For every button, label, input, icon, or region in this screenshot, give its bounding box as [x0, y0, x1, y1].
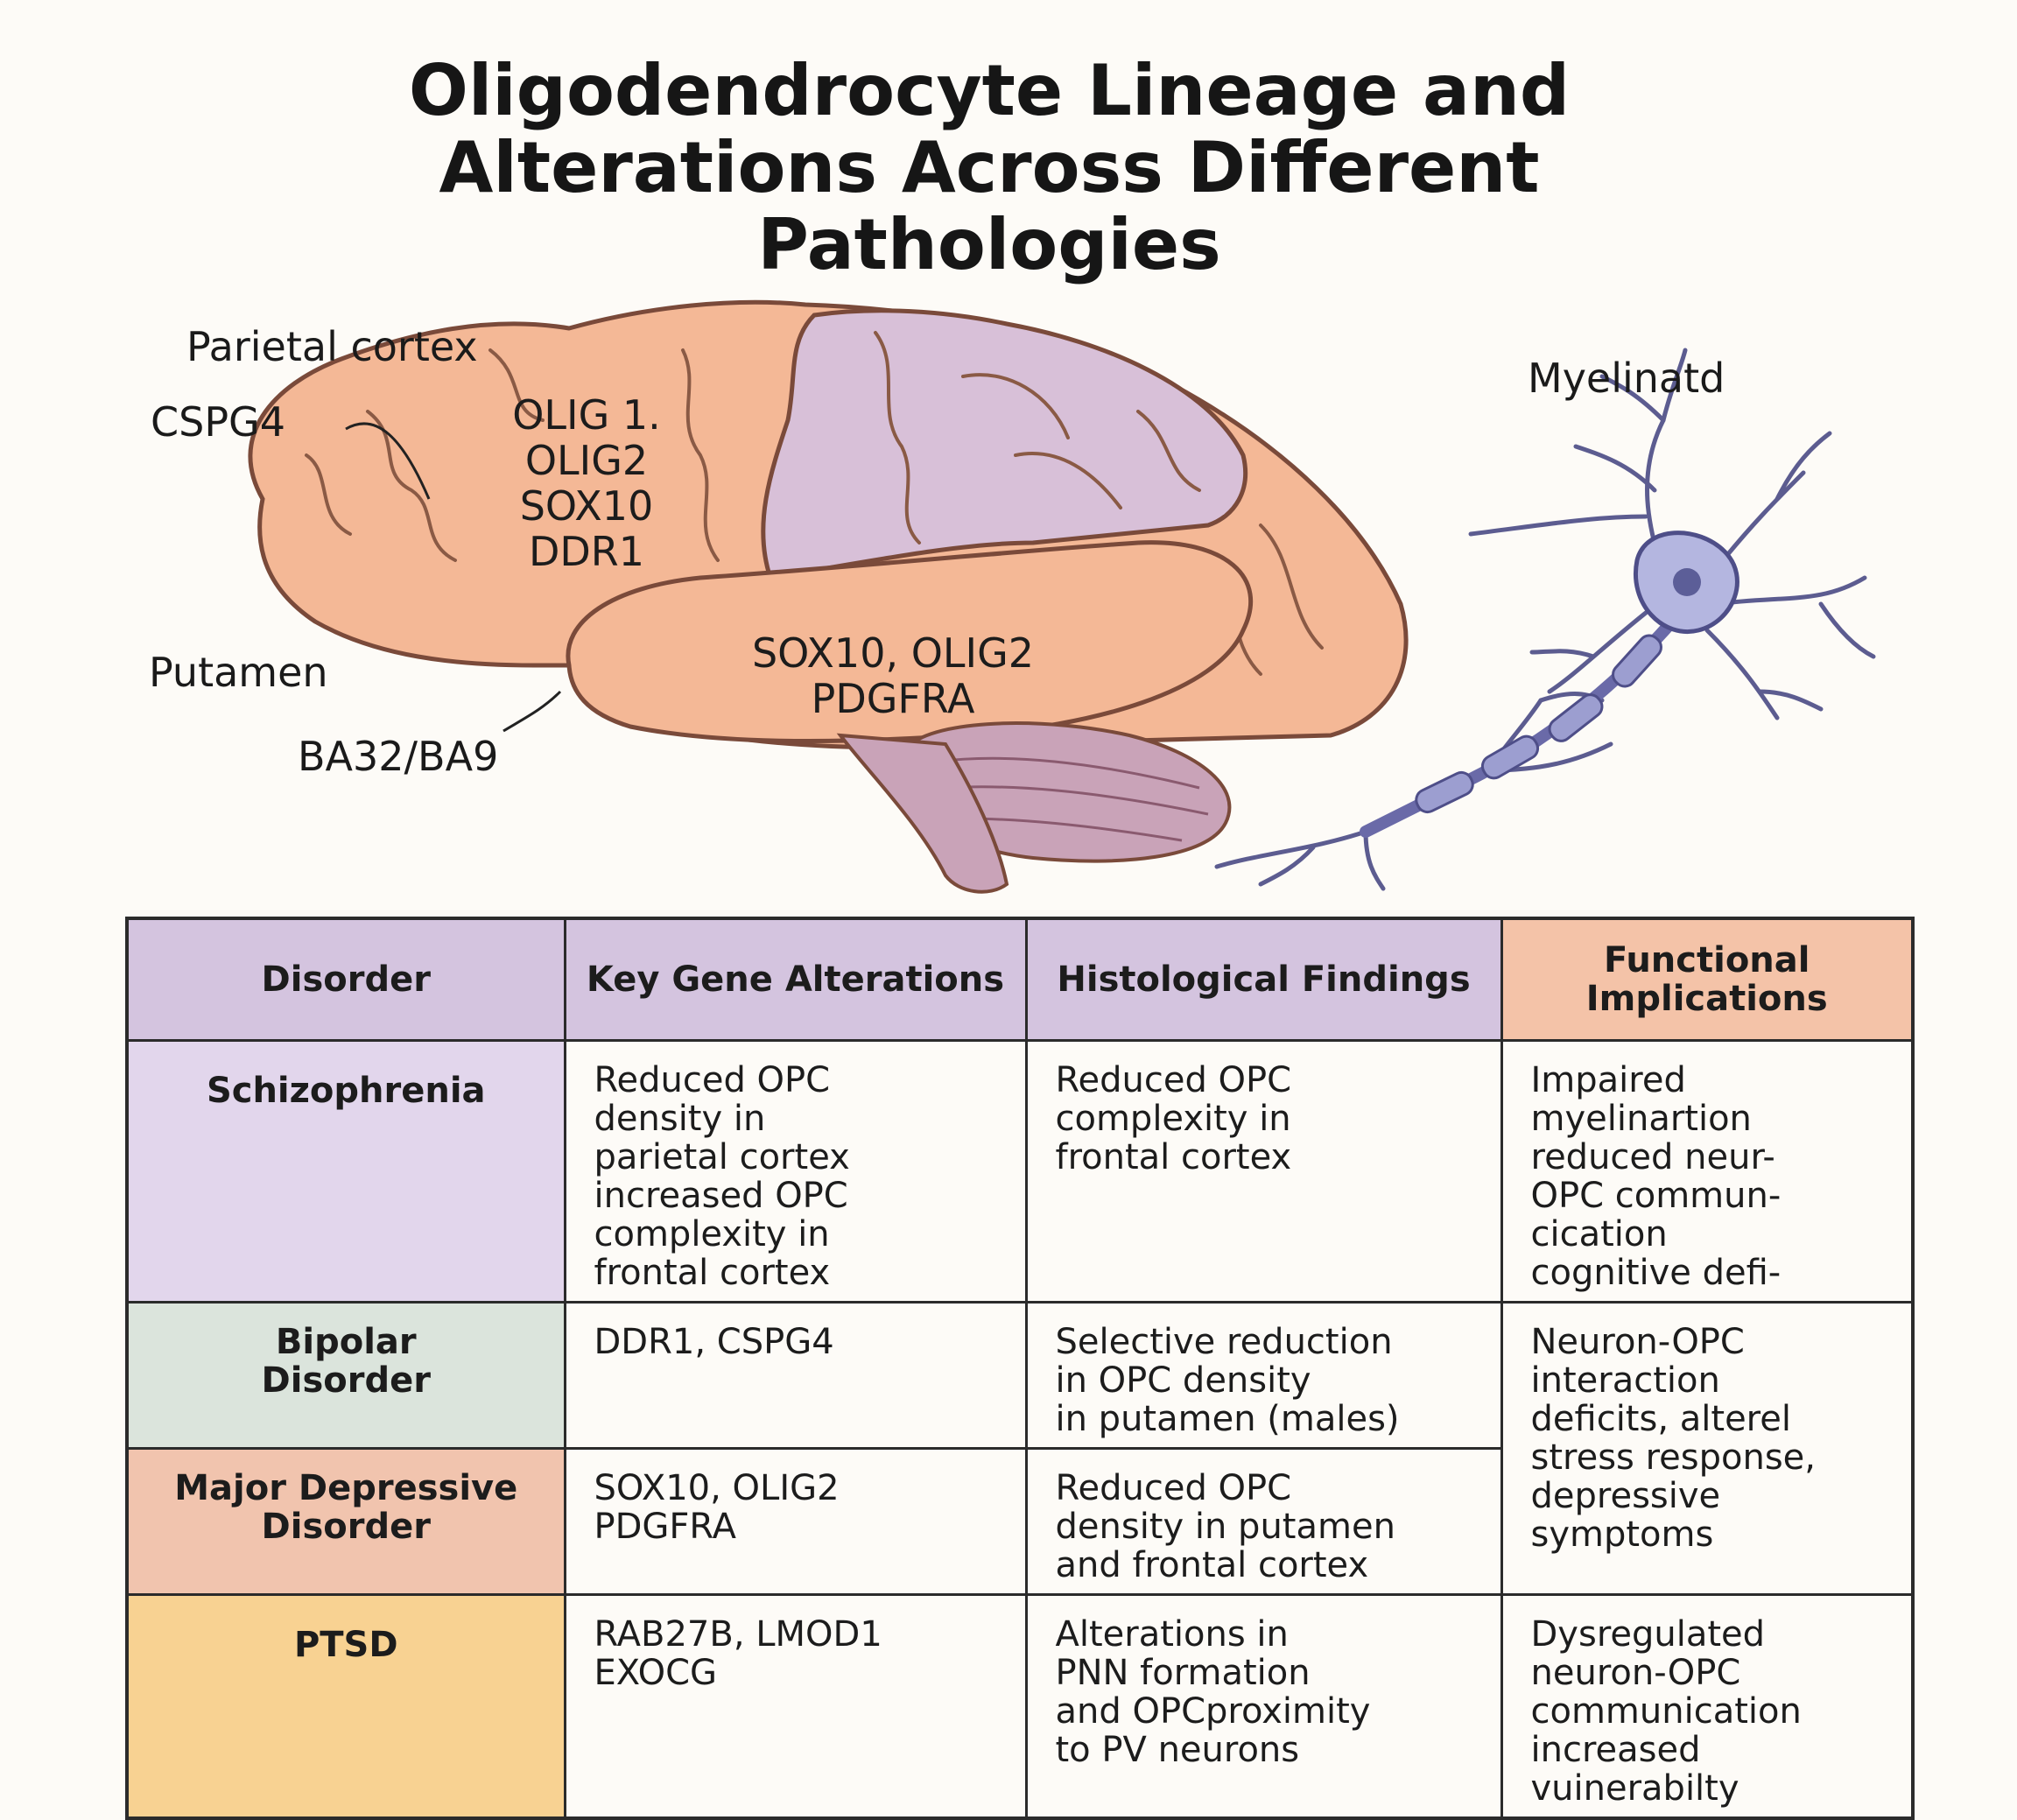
label-myelinated: Myelinatd	[1528, 355, 1725, 402]
brain-temporal-lobe	[566, 540, 1254, 744]
neuron-nucleus	[1673, 568, 1701, 596]
cell-line: PNN formation	[1055, 1653, 1311, 1693]
function-cell: Impaired myelinartion reduced neur- OPC …	[1500, 1039, 1915, 1304]
cell-line: Selective reduction	[1055, 1322, 1393, 1362]
table-row: Bipolar Disorder DDR1, CSPG4 Selective r…	[125, 1301, 1915, 1596]
cspg4-pointer	[345, 422, 431, 500]
cell-line: Alterations in	[1055, 1614, 1289, 1655]
histology-cell: Selective reduction in OPC density in pu…	[1024, 1301, 1503, 1450]
cell-line: increased OPC	[594, 1176, 848, 1216]
histology-cell: Reduced OPC density in putamen and front…	[1024, 1447, 1503, 1596]
cell-line: and frontal cortex	[1055, 1545, 1369, 1585]
brain-stem	[836, 733, 1009, 894]
cell-line: depressive	[1530, 1476, 1721, 1516]
table-row: PTSD RAB27B, LMOD1 EXOCG Alterations in …	[125, 1593, 1915, 1820]
genes-cell: Reduced OPC density in parietal cortex i…	[563, 1039, 1028, 1304]
cortex-gene: OLIG 1.	[512, 391, 661, 439]
header-key-gene-alterations: Key Gene Alterations	[563, 917, 1028, 1042]
cell-line: Reduced OPC	[594, 1060, 831, 1100]
cell-line: cication	[1530, 1214, 1668, 1254]
label-ba32-ba9: BA32/BA9	[298, 733, 499, 780]
cell-line: cognitive defi-	[1530, 1253, 1782, 1293]
brain-neuron-illustration	[248, 299, 1876, 894]
ba-pointer	[502, 690, 562, 733]
cell-line: RAB27B, LMOD1	[594, 1614, 882, 1655]
cell-line: interaction	[1530, 1360, 1720, 1401]
brain-parietal-region	[761, 308, 1248, 580]
table-header-row: Disorder Key Gene Alterations Histologic…	[125, 917, 1915, 1042]
cell-line: in OPC density	[1055, 1360, 1311, 1401]
cell-line: DDR1, CSPG4	[594, 1322, 834, 1362]
header-histological-findings: Histological Findings	[1024, 917, 1503, 1042]
cell-line: Reduced OPC	[1055, 1060, 1292, 1100]
cell-line: Impaired	[1530, 1060, 1686, 1100]
cell-line: reduced neur-	[1530, 1137, 1775, 1177]
table-row: Schizophrenia Reduced OPC density in par…	[125, 1039, 1915, 1304]
cell-line: increased	[1530, 1730, 1701, 1770]
function-cell: Neuron-OPC interaction deficits, alterel…	[1500, 1301, 1915, 1596]
title-line-2: Alterations Across Different	[439, 127, 1540, 208]
cell-line: density in putamen	[1055, 1507, 1395, 1547]
disorder-cell: PTSD	[125, 1593, 566, 1820]
cell-line: frontal cortex	[1055, 1137, 1292, 1177]
pathology-table: Disorder Key Gene Alterations Histologic…	[125, 917, 1915, 1820]
genes-cell: SOX10, OLIG2 PDGFRA	[563, 1447, 1028, 1596]
label-putamen: Putamen	[149, 649, 328, 696]
cell-line: OPC commun-	[1530, 1176, 1782, 1216]
temporal-gene: PDGFRA	[811, 675, 975, 722]
temporal-gene-list: SOX10, OLIG2 PDGFRA	[665, 630, 1121, 721]
histology-cell: Alterations in PNN formation and OPCprox…	[1024, 1593, 1503, 1820]
cortex-gene: SOX10	[519, 482, 654, 530]
disorder-cell: Major Depressive Disorder	[125, 1447, 566, 1596]
cell-line: complexity in	[1055, 1099, 1291, 1139]
cell-line: symptoms	[1530, 1514, 1714, 1555]
cell-line: parietal cortex	[594, 1137, 850, 1177]
cell-line: myelinartion	[1530, 1099, 1752, 1139]
table-row: Major Depressive Disorder SOX10, OLIG2 P…	[125, 1447, 1913, 1596]
cell-line: vuinerabilty	[1530, 1768, 1739, 1809]
cell-line: frontal cortex	[594, 1253, 831, 1293]
cell-line: stress response,	[1530, 1437, 1817, 1478]
genes-cell: RAB27B, LMOD1 EXOCG	[563, 1593, 1028, 1820]
cell-line: Reduced OPC	[1055, 1468, 1292, 1508]
label-cspg4: CSPG4	[151, 398, 285, 446]
genes-cell: DDR1, CSPG4	[563, 1301, 1028, 1450]
cell-line: EXOCG	[594, 1653, 718, 1693]
histology-cell: Reduced OPC complexity in frontal cortex	[1024, 1039, 1503, 1304]
disorder-cell: Schizophrenia	[125, 1039, 566, 1304]
cell-line: and OPCproximity	[1055, 1691, 1371, 1732]
cell-line: neuron-OPC	[1530, 1653, 1741, 1693]
label-parietal-cortex: Parietal cortex	[186, 323, 478, 370]
cell-line: PDGFRA	[594, 1507, 736, 1547]
cell-line: density in	[594, 1099, 766, 1139]
header-functional-implications: Functional Implications	[1500, 917, 1915, 1042]
function-cell: Dysregulated neuron-OPC communication in…	[1500, 1593, 1915, 1820]
cell-line: Neuron-OPC	[1530, 1322, 1745, 1362]
cortex-gene: OLIG2	[524, 437, 649, 484]
cell-line: SOX10, OLIG2	[594, 1468, 840, 1508]
cell-line: in putamen (males)	[1055, 1399, 1400, 1439]
temporal-gene: SOX10, OLIG2	[751, 629, 1035, 677]
cell-line: to PV neurons	[1055, 1730, 1300, 1770]
cell-line: complexity in	[594, 1214, 830, 1254]
cortex-gene: DDR1	[528, 528, 645, 575]
page-title: Oligodendrocyte Lineage and Alterations …	[158, 53, 1821, 284]
disorder-cell: Bipolar Disorder	[125, 1301, 566, 1450]
title-line-1: Oligodendrocyte Lineage and	[408, 50, 1571, 131]
cell-line: Dysregulated	[1530, 1614, 1766, 1655]
cell-line: communication	[1530, 1691, 1802, 1732]
header-disorder: Disorder	[125, 917, 566, 1042]
cortex-gene-list: OLIG 1. OLIG2 SOX10 DDR1	[455, 392, 718, 574]
title-line-3: Pathologies	[757, 204, 1221, 285]
myelin-sheath-segments	[1415, 634, 1662, 814]
cell-line: deficits, alterel	[1530, 1399, 1791, 1439]
